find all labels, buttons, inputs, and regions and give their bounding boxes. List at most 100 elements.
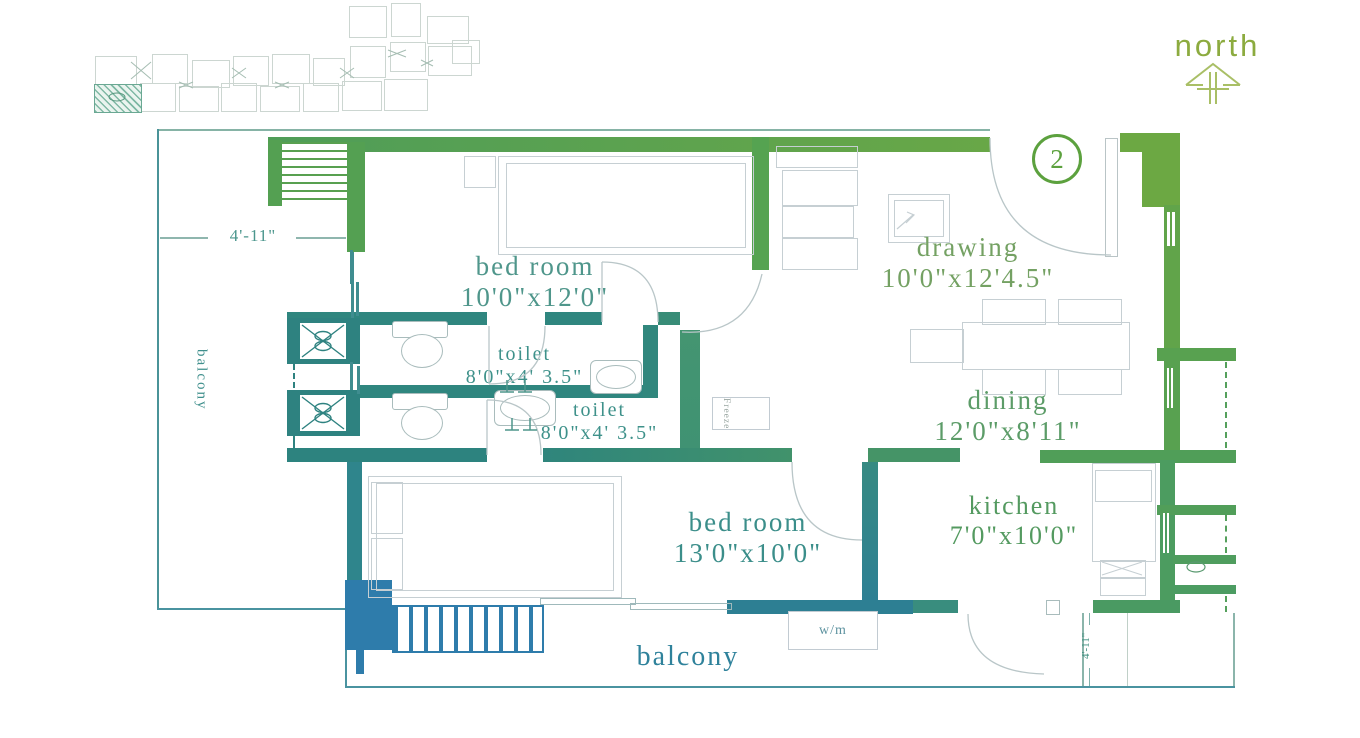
dimension-line bbox=[1089, 668, 1090, 686]
bed bbox=[368, 476, 622, 598]
wall-segment bbox=[1142, 150, 1180, 207]
wall-segment bbox=[268, 140, 282, 206]
dimension-line bbox=[1089, 613, 1090, 625]
key-plan-unit bbox=[95, 56, 137, 86]
key-plan-unit bbox=[152, 54, 188, 84]
sliding-door bbox=[630, 603, 732, 610]
room-name: drawing bbox=[916, 232, 1020, 262]
key-plan-unit bbox=[221, 83, 257, 112]
wc-bowl bbox=[401, 334, 443, 368]
wall-segment bbox=[347, 462, 362, 602]
outer-wall-line bbox=[157, 129, 990, 131]
room-name: bed room bbox=[688, 507, 808, 537]
key-plan-unit bbox=[313, 58, 345, 86]
sofa bbox=[782, 206, 854, 238]
wall-segment bbox=[545, 312, 602, 325]
room-name: dining bbox=[967, 385, 1049, 415]
wall-segment bbox=[347, 142, 365, 252]
sliding-door bbox=[350, 250, 353, 284]
chair bbox=[982, 369, 1046, 395]
room-label-balcony-bottom: balcony bbox=[636, 641, 740, 672]
key-plan-unit bbox=[303, 83, 339, 112]
room-label-toilet-1: toilet 8'0"x4' 3.5" bbox=[437, 343, 612, 389]
key-plan-unit bbox=[272, 54, 310, 84]
wall-segment bbox=[680, 330, 700, 462]
window bbox=[1172, 212, 1175, 246]
wall-segment bbox=[658, 312, 680, 325]
wc-bowl bbox=[401, 406, 443, 440]
dashed-line bbox=[1225, 362, 1227, 448]
wall-segment bbox=[862, 462, 878, 602]
pillow bbox=[371, 538, 403, 590]
wash-basin-bowl bbox=[596, 365, 636, 389]
dashed-line bbox=[293, 436, 295, 448]
room-name: bed room bbox=[475, 251, 595, 281]
refrigerator-box: Freeze bbox=[712, 397, 770, 430]
key-plan-unit bbox=[260, 86, 300, 112]
room-size: 7'0"x10'0" bbox=[949, 520, 1079, 550]
room-label-balcony-left: balcony bbox=[193, 349, 210, 411]
wall-segment bbox=[543, 448, 792, 462]
room-name: toilet bbox=[497, 343, 552, 365]
outer-wall-line bbox=[1127, 613, 1128, 686]
wall-segment bbox=[1173, 585, 1236, 594]
kitchen-sink bbox=[1095, 470, 1152, 502]
room-size: 10'0"x12'0" bbox=[460, 282, 610, 313]
kitchen-counter bbox=[1092, 463, 1156, 562]
dashed-line bbox=[1225, 596, 1227, 612]
key-plan-unit bbox=[427, 16, 469, 44]
outer-wall-line bbox=[345, 686, 1235, 688]
tv-unit bbox=[888, 194, 950, 243]
dimension-line bbox=[296, 237, 346, 239]
washing-machine-label: w/m bbox=[819, 623, 847, 638]
key-plan-unit bbox=[140, 83, 176, 112]
room-label-bedroom-1: bed room 10'0"x12'0" bbox=[395, 251, 675, 313]
stove bbox=[1100, 560, 1146, 579]
room-label-dining: dining 12'0"x8'11" bbox=[868, 385, 1148, 447]
refrigerator-label: Freeze bbox=[721, 398, 731, 430]
outer-wall-line bbox=[1082, 613, 1084, 686]
wall-segment bbox=[1120, 133, 1180, 152]
tv-unit-inner bbox=[894, 200, 944, 237]
key-plan-unit bbox=[384, 79, 428, 111]
sofa bbox=[782, 238, 858, 270]
key-plan-unit bbox=[192, 60, 230, 88]
dimension-label-top-left: 4'-11" bbox=[229, 226, 277, 245]
room-size: 8'0"x4' 3.5" bbox=[540, 422, 659, 444]
wall-segment bbox=[913, 600, 958, 613]
room-size: 13'0"x10'0" bbox=[673, 538, 823, 569]
outer-wall-line bbox=[157, 608, 347, 610]
wall-segment bbox=[1173, 555, 1236, 564]
wall-segment bbox=[356, 650, 364, 674]
key-plan-unit bbox=[349, 6, 387, 38]
wall-segment bbox=[727, 600, 913, 614]
window bbox=[1167, 368, 1169, 408]
kitchen-balcony-door-arc bbox=[967, 613, 1045, 675]
chair bbox=[1058, 299, 1122, 325]
wall-segment bbox=[287, 448, 487, 462]
key-plan-unit bbox=[233, 56, 269, 86]
bed bbox=[498, 156, 754, 255]
chair bbox=[1058, 369, 1122, 395]
room-label-bedroom-2: bed room 13'0"x10'0" bbox=[608, 507, 888, 569]
sofa bbox=[776, 146, 858, 168]
key-plan-unit bbox=[390, 42, 426, 72]
window bbox=[1163, 513, 1165, 553]
room-size: 10'0"x12'4.5" bbox=[881, 263, 1055, 294]
dimension-line bbox=[160, 237, 208, 239]
dimension-label-bottom-right: 4'-11" bbox=[1080, 632, 1092, 660]
bed-mattress bbox=[376, 483, 614, 591]
room-label-kitchen: kitchen 7'0"x10'0" bbox=[880, 491, 1148, 551]
wall-segment bbox=[1040, 450, 1236, 463]
stove bbox=[1100, 577, 1146, 596]
pillow bbox=[371, 482, 403, 534]
key-plan-unit bbox=[342, 81, 382, 111]
north-label: north bbox=[1174, 28, 1261, 63]
shaft-inner bbox=[300, 323, 346, 359]
room-label-toilet-2: toilet 8'0"x4' 3.5" bbox=[512, 399, 687, 445]
room-size: 8'0"x4' 3.5" bbox=[465, 366, 584, 388]
chair bbox=[982, 299, 1046, 325]
room-label-drawing: drawing 10'0"x12'4.5" bbox=[828, 232, 1108, 294]
dining-table bbox=[962, 322, 1130, 370]
